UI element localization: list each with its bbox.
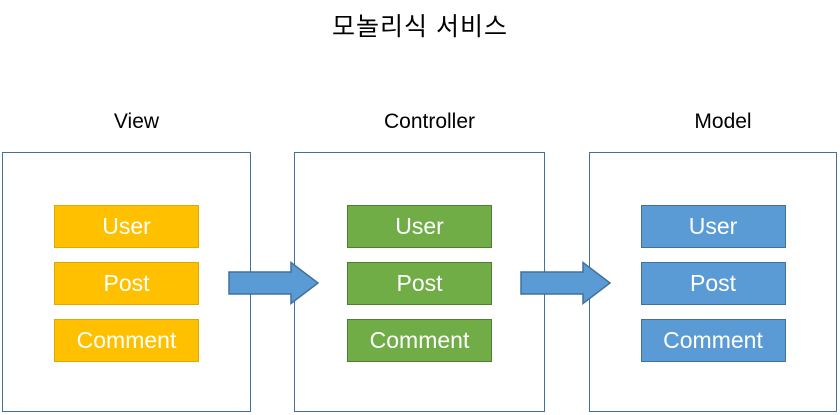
arrow-shape: [520, 261, 612, 305]
model-module-comment: Comment: [640, 319, 786, 362]
controller-module-user: User: [347, 205, 492, 248]
controller-container: User Post Comment: [294, 152, 545, 412]
controller-module-comment: Comment: [347, 319, 492, 362]
column-header-view: View: [113, 110, 160, 133]
arrow-shape: [228, 261, 320, 305]
diagram-title: 모놀리식 서비스: [332, 13, 508, 41]
controller-module-post: Post: [347, 262, 492, 305]
view-module-comment: Comment: [54, 319, 199, 362]
model-module-post: Post: [640, 262, 786, 305]
view-module-post: Post: [54, 262, 199, 305]
column-header-controller: Controller: [383, 110, 476, 133]
model-container: User Post Comment: [589, 152, 837, 412]
view-module-user: User: [54, 205, 199, 248]
column-header-model: Model: [694, 110, 752, 133]
view-container: User Post Comment: [2, 152, 251, 412]
arrow-controller-to-model-icon: [520, 261, 612, 305]
model-module-user: User: [640, 205, 786, 248]
arrow-view-to-controller-icon: [228, 261, 320, 305]
